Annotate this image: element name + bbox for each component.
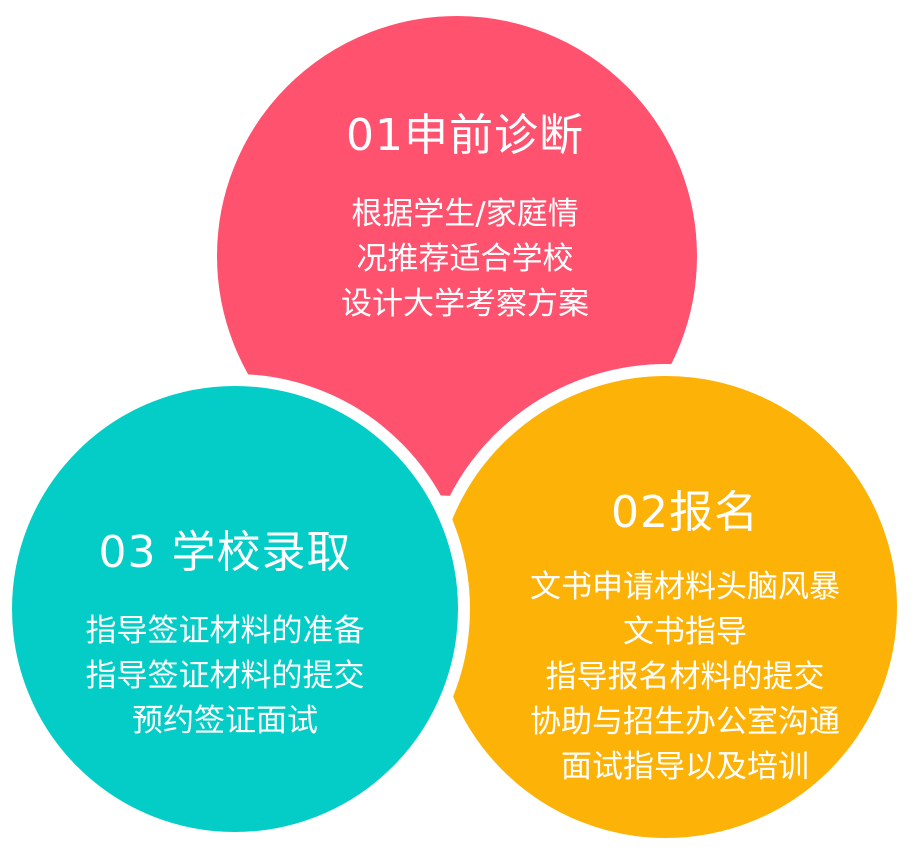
step-02-line: 文书申请材料头脑风暴 xyxy=(530,569,840,605)
step-03-title: 03 学校录取 xyxy=(98,527,352,578)
step-02-content: 02报名 文书申请材料头脑风暴 文书指导 指导报名材料的提交 协助与招生办公室沟… xyxy=(480,487,890,790)
step-02-description: 文书申请材料头脑风暴 文书指导 指导报名材料的提交 协助与招生办公室沟通 面试指… xyxy=(480,565,890,790)
step-01-content: 01申前诊断 根据学生/家庭情 况推荐适合学校 设计大学考察方案 xyxy=(290,110,640,327)
step-01-line: 况推荐适合学校 xyxy=(356,241,574,277)
step-01-title: 01申前诊断 xyxy=(346,110,584,161)
step-02-title: 02报名 xyxy=(611,487,759,538)
step-01-description: 根据学生/家庭情 况推荐适合学校 设计大学考察方案 xyxy=(290,192,640,327)
step-01-line: 根据学生/家庭情 xyxy=(351,196,579,232)
step-01-line: 设计大学考察方案 xyxy=(341,286,589,322)
step-03-line: 指导签证材料的提交 xyxy=(85,658,365,694)
step-03-line: 预约签证面试 xyxy=(132,703,318,739)
step-03-description: 指导签证材料的准备 指导签证材料的提交 预约签证面试 xyxy=(20,609,430,744)
step-02-line: 指导报名材料的提交 xyxy=(545,659,825,695)
step-03-line: 指导签证材料的准备 xyxy=(85,613,365,649)
step-03-content: 03 学校录取 指导签证材料的准备 指导签证材料的提交 预约签证面试 xyxy=(20,527,430,744)
step-02-line: 面试指导以及培训 xyxy=(561,749,809,785)
step-02-line: 文书指导 xyxy=(623,614,747,650)
step-02-line: 协助与招生办公室沟通 xyxy=(530,704,840,740)
